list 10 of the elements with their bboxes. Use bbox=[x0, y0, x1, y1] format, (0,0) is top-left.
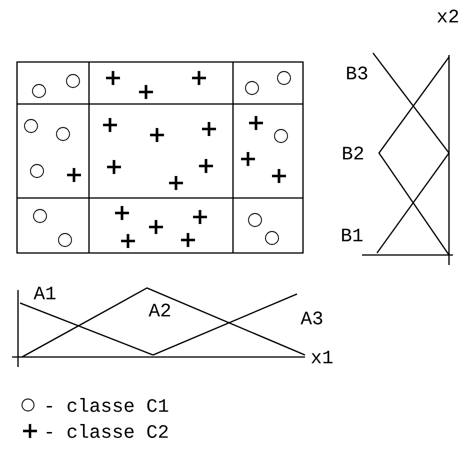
legend-text: - classe C2 bbox=[46, 424, 168, 438]
legend-text: - classe C1 bbox=[46, 398, 168, 412]
axis-label: B3 bbox=[347, 66, 368, 80]
axis-label: A2 bbox=[148, 304, 170, 316]
axis-label: A1 bbox=[34, 286, 56, 300]
axis-label: x2 bbox=[437, 10, 458, 22]
axis-label: B2 bbox=[343, 146, 364, 160]
axis-label: x1 bbox=[311, 350, 332, 364]
axis-label: B1 bbox=[342, 228, 362, 242]
axis-label: A3 bbox=[300, 312, 322, 324]
